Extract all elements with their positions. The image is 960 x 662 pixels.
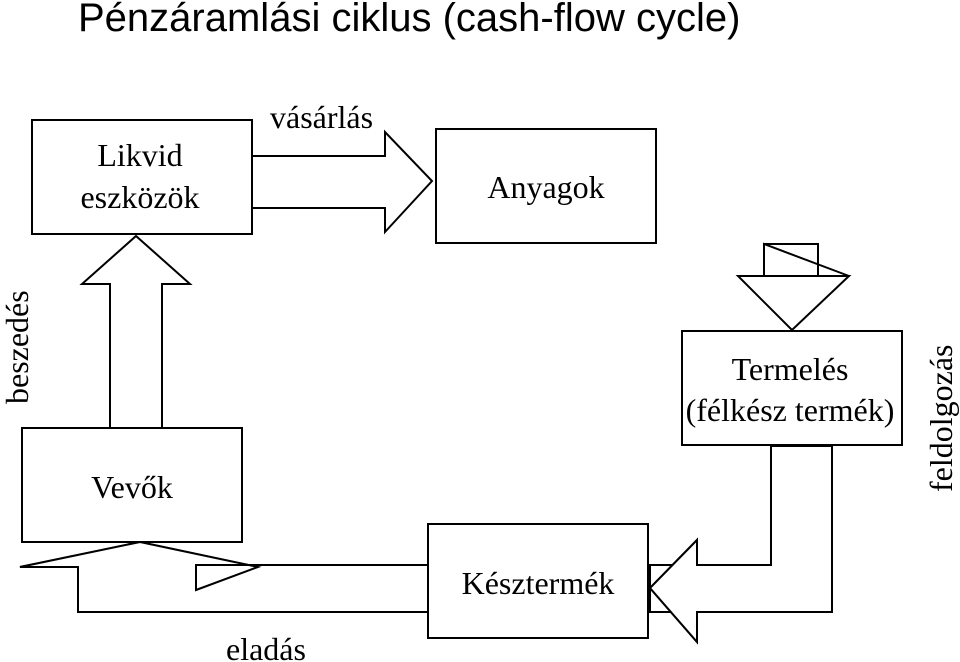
label-eladas: eladás bbox=[226, 631, 306, 662]
label-likvid-line2: eszközök bbox=[80, 179, 199, 215]
box-likvid-eszkozok bbox=[31, 119, 253, 235]
label-likvid-line1: Likvid bbox=[97, 137, 182, 173]
label-beszedes: beszedés bbox=[0, 290, 35, 404]
box-kesztermek bbox=[427, 523, 649, 639]
label-feldolgozas: feldolgozás bbox=[923, 345, 959, 493]
label-termeles-line2: (félkész termék) bbox=[686, 392, 895, 428]
arrow-beszedes bbox=[79, 234, 193, 429]
label-kesztermek: Késztermék bbox=[462, 565, 615, 601]
arrow-feldolgozas bbox=[735, 242, 852, 332]
label-anyagok: Anyagok bbox=[487, 169, 604, 205]
arrow-termeles-to-kesztermek bbox=[648, 445, 833, 645]
box-anyagok bbox=[435, 128, 657, 244]
box-termeles bbox=[681, 330, 903, 446]
label-termeles-line1: Termelés bbox=[732, 351, 849, 387]
arrow-vasarlas bbox=[251, 129, 434, 235]
label-vevok: Vevők bbox=[91, 469, 173, 505]
diagram-title: Pénzáramlási ciklus (cash-flow cycle) bbox=[78, 0, 741, 40]
label-vasarlas: vásárlás bbox=[270, 99, 373, 135]
box-vevok bbox=[21, 427, 243, 543]
